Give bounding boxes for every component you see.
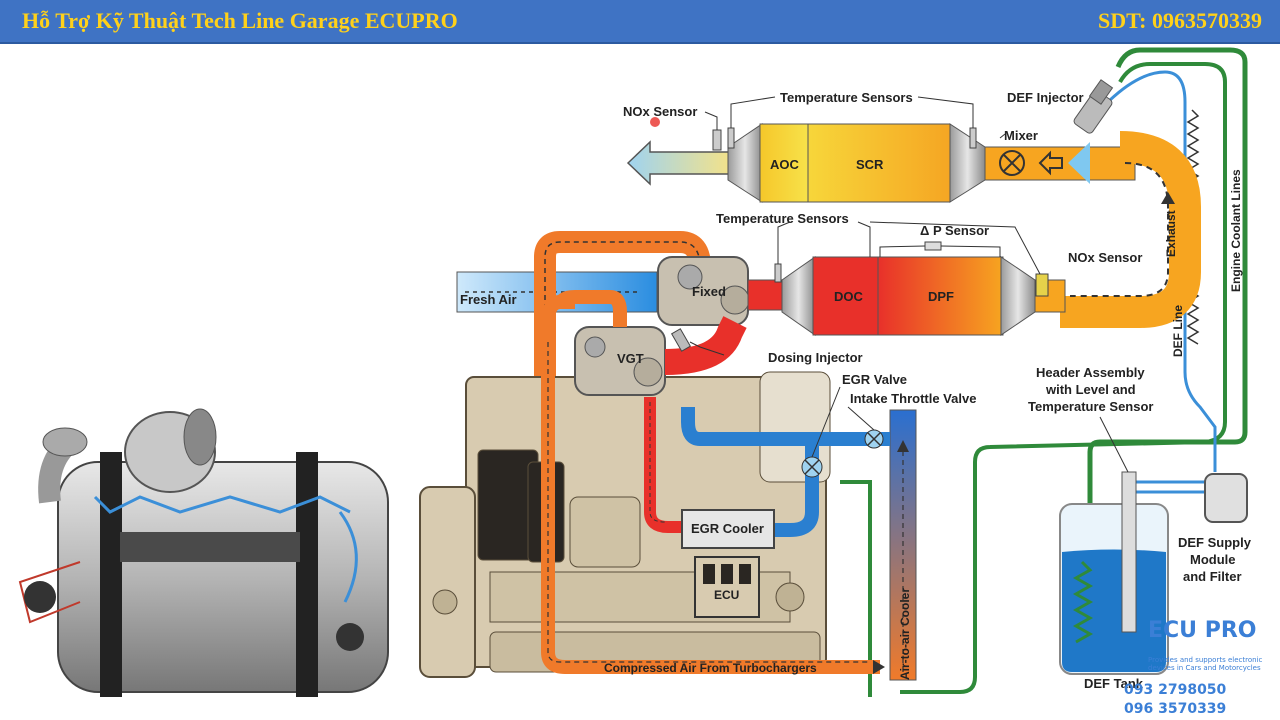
label-temperature-sensors-top: Temperature Sensors [780, 90, 913, 105]
egr-blue-pipe [775, 442, 819, 537]
coolant-line-engine [840, 480, 872, 697]
mixer-cross-icon [1003, 154, 1021, 172]
exhaust-flow-dashes [1070, 162, 1169, 297]
def-spray-icon [1068, 142, 1090, 184]
label-header-assembly-2: with Level and [1045, 382, 1136, 397]
doc-block [812, 256, 879, 336]
label-fresh-air: Fresh Air [460, 292, 517, 307]
label-vgt: VGT [617, 351, 644, 366]
def-supply-hoses [1135, 480, 1205, 494]
label-def-supply-1: DEF Supply [1178, 535, 1252, 550]
label-def-tank: DEF Tank [1084, 676, 1144, 691]
label-dosing-injector: Dosing Injector [768, 350, 863, 365]
def-supply-module [1204, 473, 1248, 523]
label-doc: DOC [834, 289, 864, 304]
label-def-supply-3: and Filter [1183, 569, 1242, 584]
scr-block [807, 123, 951, 203]
mixer-icon [999, 150, 1025, 176]
doc-can-left-cone [781, 256, 816, 336]
label-def-injector: DEF Injector [1007, 90, 1084, 105]
red-dot-marker [650, 117, 660, 127]
aftertreatment-diagram: NOx Sensor Temperature Sensors DEF Injec… [18, 47, 1252, 697]
dpf-can-right-cone [1000, 256, 1036, 336]
page-title: Hỗ Trợ Kỹ Thuật Tech Line Garage ECUPRO [22, 8, 458, 33]
label-mixer: Mixer [1004, 128, 1038, 143]
scr-can-right-cone [949, 123, 986, 203]
header-assembly [1121, 471, 1137, 633]
hot-exhaust-vgt-fixed [664, 316, 747, 375]
label-nox-sensor-top: NOx Sensor [623, 104, 697, 119]
nox-sensor-top-icon [712, 129, 722, 151]
label-ecu: ECU [714, 588, 739, 602]
leader-mixer [999, 133, 1006, 139]
coolant-line-inner [900, 62, 1227, 694]
def-fluid [1062, 549, 1166, 672]
label-air-to-air-cooler: Air-to-air Cooler [898, 588, 912, 680]
leader-egr-intake [689, 341, 875, 458]
label-delta-p-sensor: Δ P Sensor [920, 223, 989, 238]
label-engine-coolant-lines: Engine Coolant Lines [1229, 169, 1243, 292]
watermark-tagline: Provides and supports electronic devices… [1148, 656, 1263, 672]
label-intake-throttle-valve: Intake Throttle Valve [850, 391, 976, 406]
label-compressed-air: Compressed Air From Turbochargers [604, 661, 817, 675]
vgt-turbo-icon [574, 326, 666, 396]
label-egr-valve: EGR Valve [842, 372, 907, 387]
egr-cooler [681, 509, 775, 549]
egr-valve-cross-icon [804, 459, 820, 475]
def-line [1108, 70, 1217, 472]
temp-sensor-top1-icon [727, 127, 735, 149]
dosing-injector-icon [670, 328, 692, 352]
leader-temp-mid [777, 221, 1041, 275]
dpf-block [877, 256, 1004, 336]
leader-header [1099, 416, 1129, 473]
temp-sensor-mid1-icon [774, 263, 782, 283]
phone-number: SDT: 0963570339 [1098, 8, 1262, 33]
orange-intake-loop-dash [544, 241, 701, 372]
leader-temp-top [730, 96, 974, 128]
exhaust-pipe-bend [1060, 131, 1201, 328]
label-def-line: DEF Line [1171, 305, 1185, 357]
orange-pipe-vgt-loop [553, 290, 627, 327]
tank-coolant-coil [1072, 560, 1094, 644]
label-temperature-sensors-mid: Temperature Sensors [716, 211, 849, 226]
watermark-phone-2: 096 3570339 [1124, 701, 1227, 717]
compressed-air-arrow-icon [873, 660, 885, 674]
label-dpf: DPF [928, 289, 954, 304]
label-def-supply-2: Module [1190, 552, 1236, 567]
nox-sensor-mid-icon [1035, 273, 1049, 297]
throttle-cross-icon [867, 432, 881, 446]
egr-red-pipe [644, 397, 682, 533]
delta-p-sensor-icon [924, 241, 942, 251]
label-scr: SCR [856, 157, 884, 172]
flow-arrow-left-icon [1038, 150, 1063, 176]
watermark-brand: ECU PRO [1148, 618, 1257, 643]
label-fixed: Fixed [692, 284, 726, 299]
def-injector-icon [1073, 79, 1114, 134]
egr-red-dashes [649, 402, 666, 523]
label-header-assembly-1: Header Assembly [1036, 365, 1145, 380]
temp-sensor-top2-icon [969, 127, 977, 149]
leader-nox-top [704, 111, 718, 130]
intake-blue-pipe [681, 407, 890, 446]
delta-p-sensor-lines [879, 245, 1001, 257]
label-header-assembly-3: Temperature Sensor [1028, 399, 1153, 414]
air-cooler-arrow-icon [897, 440, 909, 452]
compressed-air-dashes [547, 342, 870, 663]
label-aoc: AOC [770, 157, 800, 172]
label-egr-cooler: EGR Cooler [691, 521, 764, 536]
watermark-phone-1: 093 2798050 [1124, 682, 1227, 698]
ecu-module [694, 556, 760, 618]
title-bar: Hỗ Trợ Kỹ Thuật Tech Line Garage ECUPRO … [0, 0, 1280, 44]
label-nox-sensor-mid: NOx Sensor [1068, 250, 1142, 265]
real-dpf-unit [18, 408, 389, 697]
exhaust-arrow-up-icon [1161, 192, 1175, 204]
label-exhaust: Exhaust [1164, 210, 1178, 257]
